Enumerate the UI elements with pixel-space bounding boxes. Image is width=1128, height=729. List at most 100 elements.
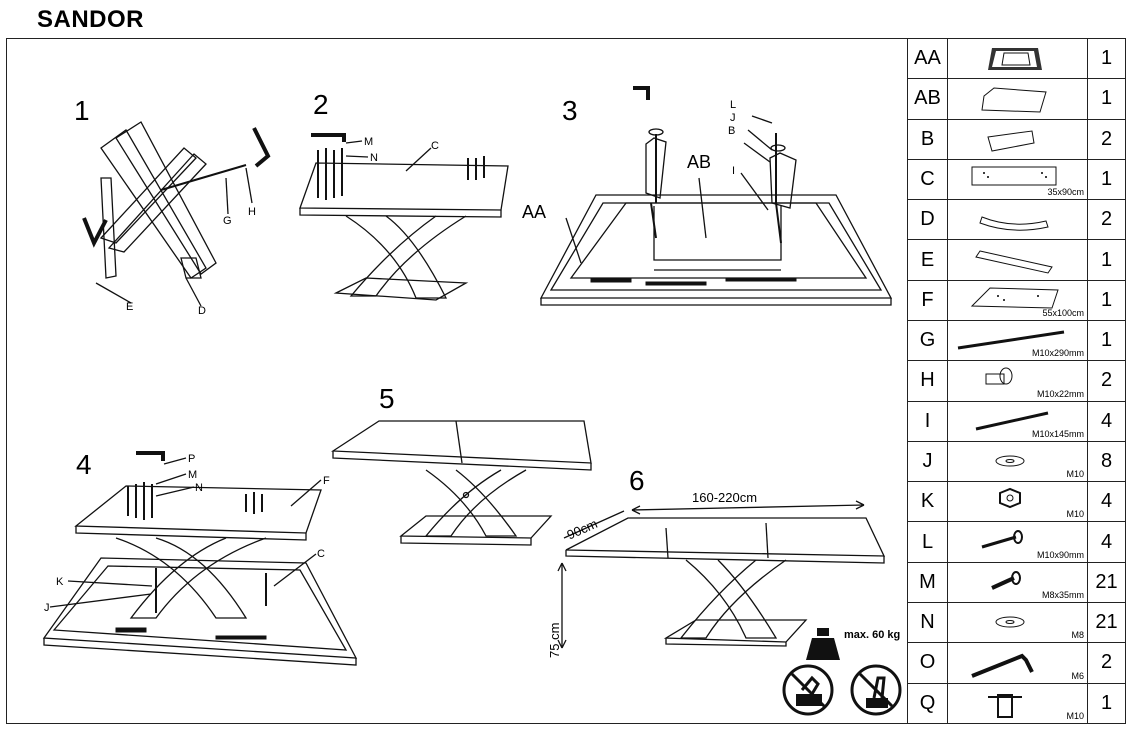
part-code: C — [907, 158, 948, 201]
step3-label-j: J — [730, 112, 736, 124]
bolt-short-icon — [991, 570, 1021, 590]
step1-label-e: E — [126, 301, 133, 313]
part-spec: M10x22mm — [1036, 388, 1084, 399]
part-quantity: 4 — [1087, 481, 1126, 523]
step3-label-ab: AB — [687, 152, 711, 172]
step3-label-b: B — [728, 125, 735, 137]
straight-leg-icon — [975, 250, 1053, 274]
part-code: E — [907, 239, 948, 281]
step-5-illustration: 5 — [330, 383, 592, 546]
step1-label-h: H — [248, 206, 256, 218]
part-quantity: 1 — [1087, 239, 1126, 281]
extension-frame-icon — [988, 48, 1042, 70]
part-code: O — [907, 642, 948, 684]
dimension-height: 75 cm — [547, 623, 562, 658]
step3-label-aa: AA — [522, 202, 546, 222]
part-code: M — [907, 561, 948, 603]
part-code: J — [907, 440, 948, 483]
part-quantity: 2 — [1087, 118, 1126, 160]
no-standing-icon — [850, 664, 902, 716]
part-spec: M10 — [1066, 469, 1084, 480]
weight-icon — [806, 638, 840, 660]
step1-label-d: D — [198, 305, 206, 317]
hex-nut-icon — [999, 488, 1021, 509]
part-quantity: 1 — [1087, 682, 1126, 724]
part-quantity: 2 — [1087, 642, 1126, 684]
step4-label-n: N — [195, 482, 203, 494]
part-illustration: M10 — [947, 682, 1088, 724]
max-load-label: max. 60 kg — [844, 629, 900, 641]
plate-c-icon — [971, 166, 1057, 186]
part-code: B — [907, 118, 948, 160]
bracket-board-icon — [987, 130, 1035, 152]
part-quantity: 8 — [1087, 440, 1126, 483]
part-spec: M8 — [1071, 630, 1084, 641]
part-quantity: 4 — [1087, 521, 1126, 563]
part-illustration: M10x290mm — [947, 319, 1088, 362]
step4-label-k: K — [56, 576, 64, 588]
part-quantity: 1 — [1087, 158, 1126, 201]
part-spec: M10 — [1066, 711, 1084, 721]
bolt-long-icon — [981, 530, 1023, 549]
curved-leg-icon — [979, 216, 1049, 231]
part-illustration: M10x90mm — [947, 521, 1088, 563]
part-spec: M10 — [1066, 509, 1084, 520]
part-code: H — [907, 360, 948, 402]
part-code: K — [907, 481, 948, 523]
part-code: L — [907, 521, 948, 563]
step-3-number: 3 — [562, 95, 578, 126]
part-spec: M8x35mm — [1041, 589, 1084, 600]
long-rod-icon — [957, 330, 1065, 350]
weight-warning: max. 60 kg — [806, 628, 900, 660]
step3-label-l: L — [730, 99, 736, 111]
part-illustration: M10x22mm — [947, 360, 1088, 402]
part-spec: 55x100cm — [1042, 307, 1084, 318]
part-spec: 35x90cm — [1047, 187, 1084, 198]
step4-label-m: M — [188, 469, 197, 481]
step4-label-c: C — [317, 548, 325, 560]
dimension-length: 160-220cm — [692, 490, 757, 505]
no-climbing-icon — [782, 664, 834, 716]
part-illustration: M8x35mm — [947, 561, 1088, 603]
step-3-illustration: 3 L J B AB I AA — [522, 86, 893, 306]
step1-label-g: G — [223, 215, 232, 227]
step3-label-i: I — [732, 165, 735, 177]
part-code: AB — [907, 78, 948, 120]
part-illustration — [947, 118, 1088, 160]
step-2-illustration: 2 M N C — [299, 89, 509, 301]
part-code: G — [907, 319, 948, 362]
part-code: D — [907, 199, 948, 241]
base-plate-icon — [970, 287, 1059, 309]
step4-label-j: J — [44, 602, 50, 614]
part-quantity: 1 — [1087, 319, 1126, 362]
step-6-illustration: 6 160-220cm 90cm 75 cm — [547, 465, 886, 658]
socket-wrench-icon — [988, 693, 1022, 718]
step-4-illustration: 4 P M N F K J C — [42, 449, 358, 666]
part-illustration — [947, 239, 1088, 281]
step-6-number: 6 — [629, 465, 645, 496]
step2-label-m: M — [364, 136, 373, 148]
part-code: I — [907, 400, 948, 442]
washer-icon — [995, 455, 1025, 467]
part-quantity: 1 — [1087, 279, 1126, 321]
part-code: F — [907, 279, 948, 321]
part-code: N — [907, 601, 948, 644]
washer-small-icon — [995, 616, 1025, 628]
step2-label-c: C — [431, 140, 439, 152]
step4-label-p: P — [188, 453, 195, 465]
part-quantity: 21 — [1087, 601, 1126, 644]
document-title: SANDOR — [37, 6, 145, 33]
part-quantity: 2 — [1087, 199, 1126, 241]
part-code: AA — [907, 37, 948, 80]
